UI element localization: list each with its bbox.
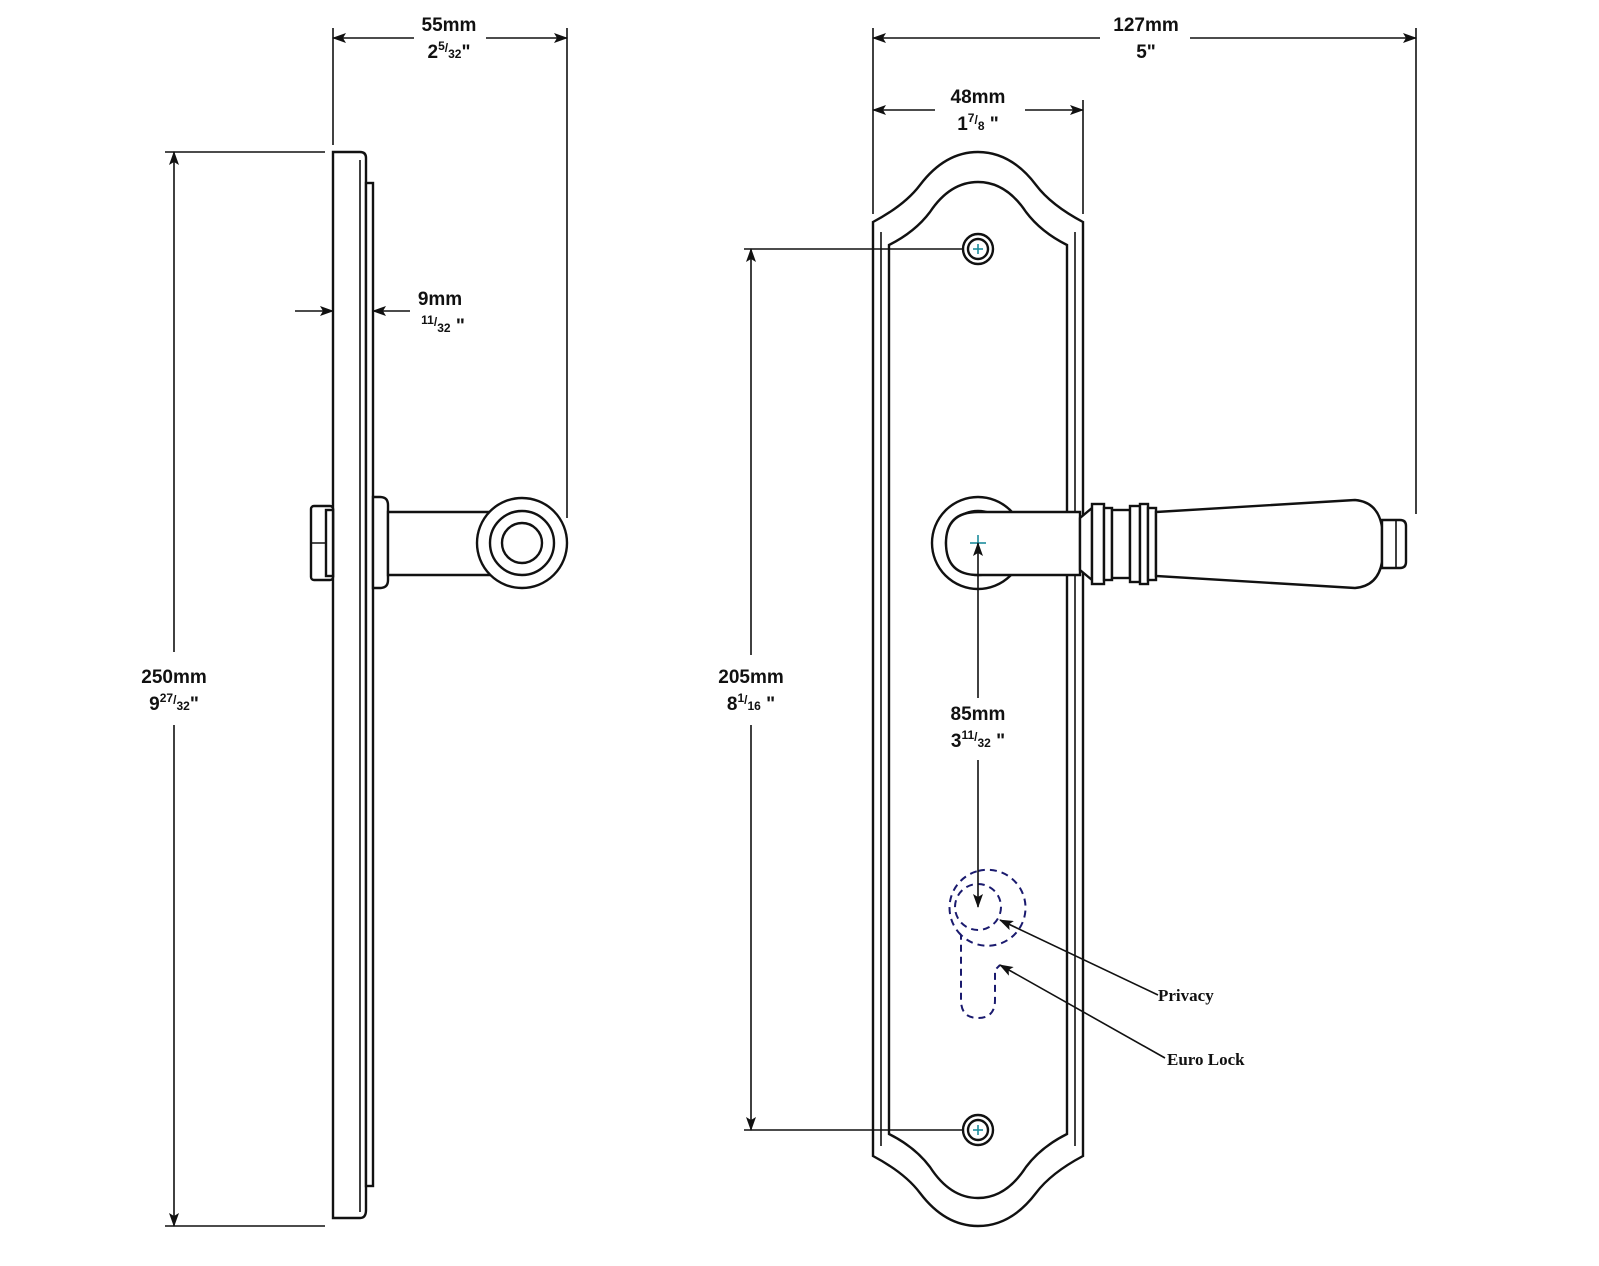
side-spindle [309,504,335,582]
side-view [165,28,569,1227]
side-thickness-metric: 9mm [418,289,462,310]
plate-width-imperial: 17/8 " [957,111,999,135]
plate-width-metric: 48mm [951,87,1006,108]
side-thickness-imperial: 11/32 " [421,313,465,337]
backset-imperial: 311/32 " [951,728,1005,752]
backset-metric: 85mm [951,704,1006,725]
side-plate [331,150,368,1220]
overall-width-metric: 127mm [1113,15,1179,36]
front-lever [944,498,1408,590]
side-plate-rim [364,181,375,1188]
screw-top [961,232,995,266]
privacy-callout: Privacy [1158,986,1214,1005]
side-height-metric: 250mm [141,667,207,688]
euro-lock-outline [948,868,1027,1020]
side-lever-arm [386,510,492,577]
front-backplate-inner [887,180,1069,1200]
side-rose [371,495,390,590]
side-width-metric: 55mm [422,15,477,36]
screw-spacing-metric: 205mm [718,667,784,688]
overall-width-imperial: 5" [1136,42,1156,63]
side-height-imperial: 927/32" [149,691,199,715]
euro-lock-callout: Euro Lock [1167,1050,1245,1069]
side-width-imperial: 25/32" [428,39,471,63]
front-view [744,28,1417,1228]
screw-bottom [961,1113,995,1147]
screw-spacing-imperial: 81/16 " [727,691,775,715]
